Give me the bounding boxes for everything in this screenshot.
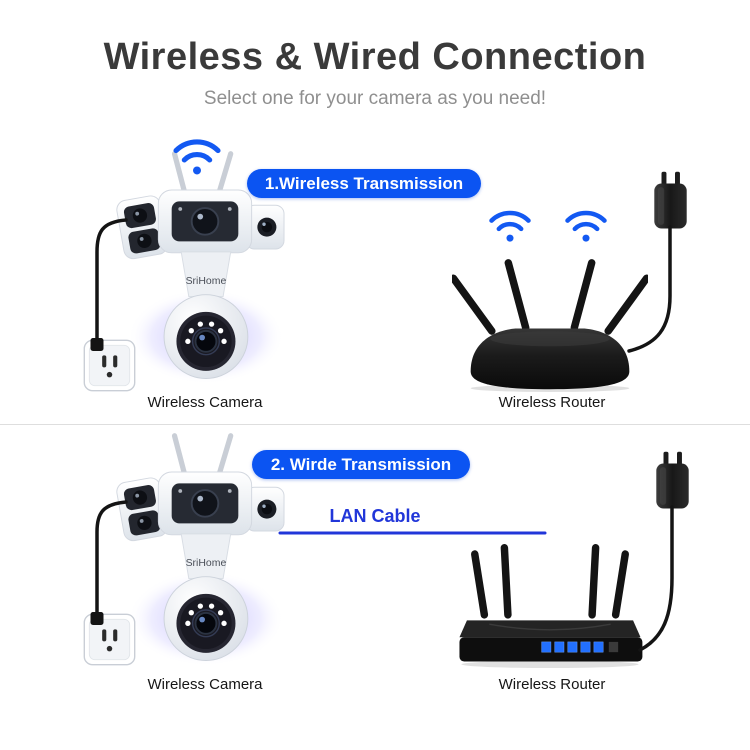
power-adapter-illustration [650, 450, 695, 513]
section-divider [0, 424, 750, 425]
power-adapter-illustration [648, 170, 693, 233]
camera-label: Wireless Camera [147, 676, 263, 693]
power-outlet-illustration [82, 338, 137, 393]
camera-label: Wireless Camera [147, 394, 263, 411]
router-illustration [452, 252, 648, 392]
wired-banner: 2. Wirde Transmission [252, 450, 470, 479]
power-outlet-illustration [82, 612, 137, 667]
lan-cable-label: LAN Cable [329, 506, 421, 526]
wifi-icon [170, 134, 224, 176]
router-label: Wireless Router [498, 676, 606, 693]
page-subtitle: Select one for your camera as you need! [203, 88, 547, 109]
router-illustration [452, 540, 648, 671]
wifi-icon [486, 206, 534, 243]
page-title: Wireless & Wired Connection [103, 36, 647, 78]
router-label: Wireless Router [498, 394, 606, 411]
wifi-icon [562, 206, 610, 243]
wireless-banner: 1.Wireless Transmission [247, 169, 481, 198]
